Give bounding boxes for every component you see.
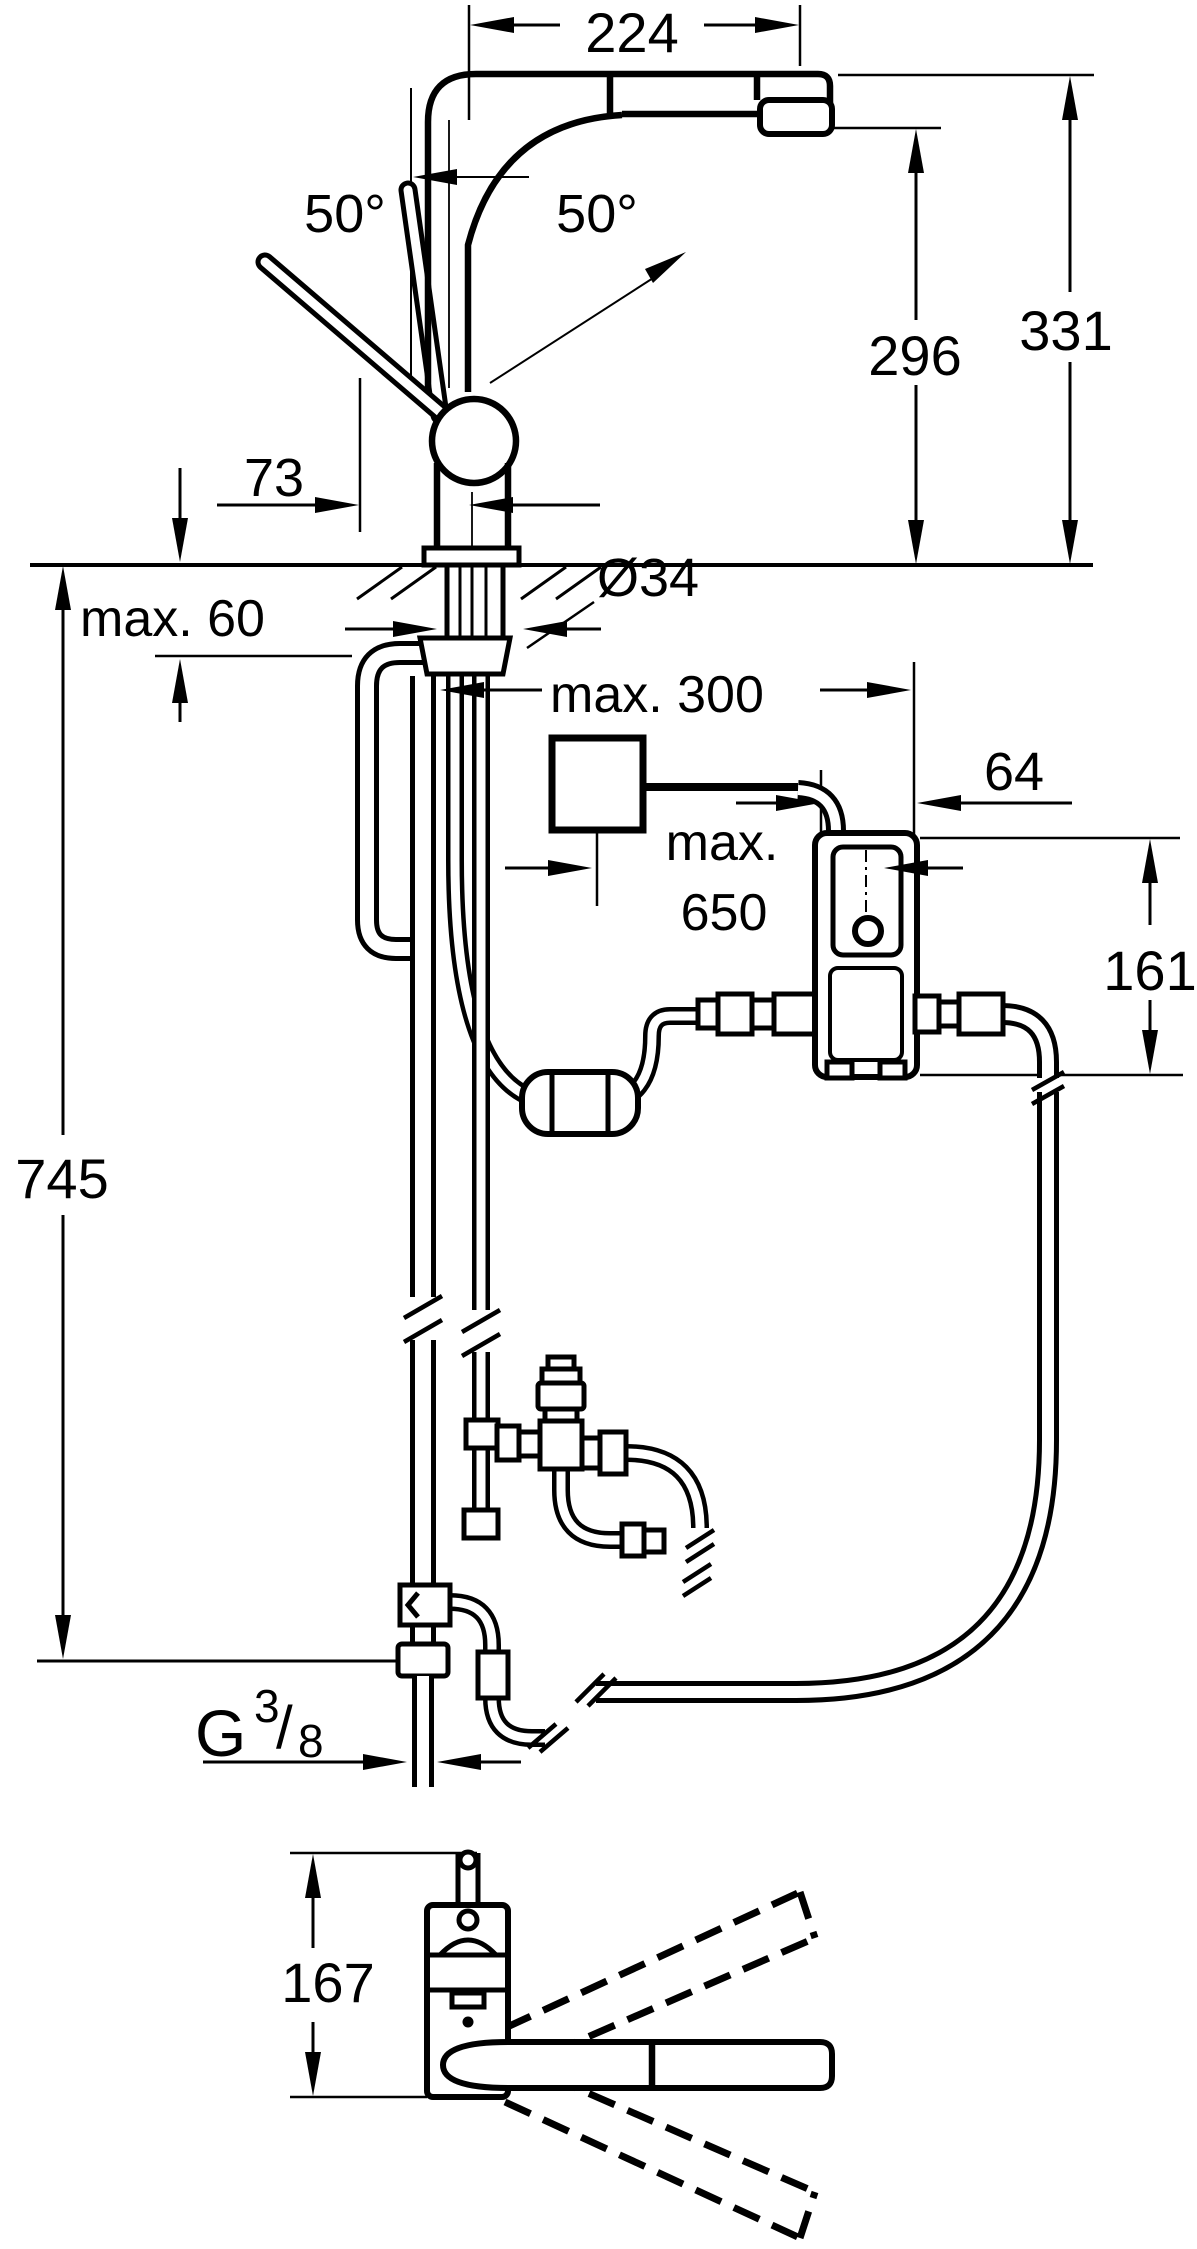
dim-max650-word-label: max. <box>666 814 779 872</box>
thread-numerator-label: 3 <box>254 1680 280 1732</box>
dim-angle-left-label: 50° <box>304 184 386 244</box>
control-box <box>589 778 1006 1081</box>
inline-coupling <box>695 991 819 1037</box>
branch-connector <box>475 1649 511 1701</box>
dim-handle-offset-label: 73 <box>244 448 304 508</box>
pullout-spray-head <box>757 97 835 137</box>
handle-lever <box>255 180 450 425</box>
dim-box-height-label: 161 <box>1103 939 1196 1002</box>
spout-top-view <box>439 2039 835 2091</box>
dim-under-depth-label: 745 <box>15 1147 108 1210</box>
base-flange <box>421 545 522 568</box>
thread-denominator-label: 8 <box>298 1715 324 1767</box>
dim-box-offset-label: 64 <box>984 742 1044 802</box>
hose-end-cap <box>461 1507 501 1541</box>
under-counter-hoses <box>355 641 1066 1708</box>
dim-spout-height-label: 331 <box>1019 299 1112 362</box>
hose-connector <box>463 1417 501 1451</box>
thread-slash-label: / <box>276 1694 293 1761</box>
dimension-labels: 224 50° 50° 296 331 73 max. 60 Ø34 max. … <box>15 1 1196 2014</box>
extension-lines <box>37 5 1183 2099</box>
handle-ball-joint <box>428 395 520 487</box>
dim-hole-diameter-label: Ø34 <box>597 548 699 608</box>
dim-max300-label: max. 300 <box>550 666 764 724</box>
thread-g-label: G <box>195 1696 246 1770</box>
dim-spout-reach-label: 224 <box>585 1 678 64</box>
hose-weight <box>519 1069 641 1137</box>
dim-max650-value-label: 650 <box>681 884 768 942</box>
counter-deck <box>30 563 1093 650</box>
mixing-valve <box>494 1354 716 1598</box>
lower-valve-assembly <box>395 1354 716 1787</box>
faucet-side-view <box>416 70 835 677</box>
pipe-nut <box>395 1641 451 1679</box>
dimension-lines <box>55 17 1158 2096</box>
base-top-view <box>424 1849 835 2242</box>
dim-outlet-height-label: 296 <box>868 324 961 387</box>
dim-angle-right-label: 50° <box>556 184 638 244</box>
dim-base-height-label: 167 <box>281 1951 374 2014</box>
mounting-nut <box>416 635 514 677</box>
threaded-shank <box>444 562 506 641</box>
remote-control-box <box>548 734 647 834</box>
dim-deck-thickness-label: max. 60 <box>80 590 265 648</box>
